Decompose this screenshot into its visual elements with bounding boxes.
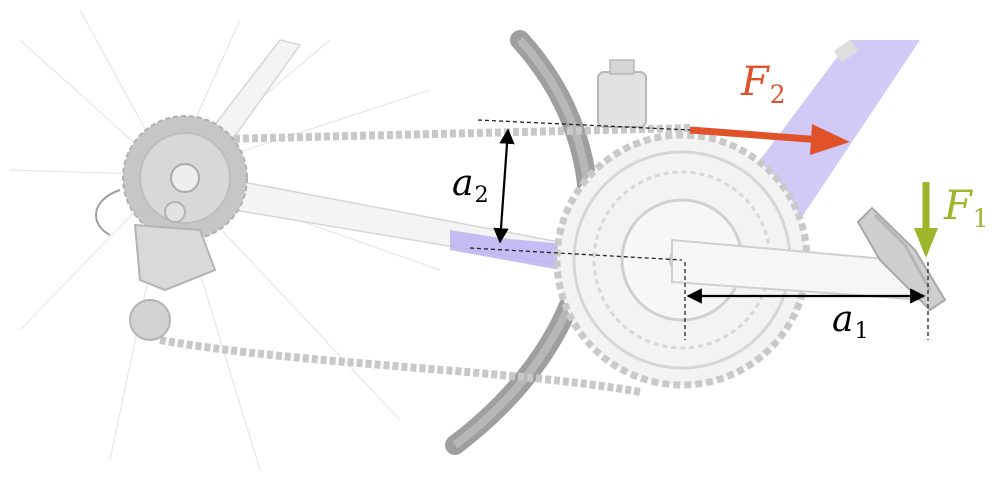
dimension-a2-arrow bbox=[493, 128, 515, 244]
dimension-guides bbox=[469, 119, 929, 340]
rear-derailleur bbox=[95, 189, 217, 341]
front-derailleur bbox=[597, 59, 647, 128]
label-f2: F2 bbox=[741, 62, 786, 108]
label-a2-subscript: 2 bbox=[474, 182, 489, 209]
chain bbox=[159, 124, 691, 396]
label-a2: a2 bbox=[452, 163, 489, 209]
label-a2-symbol: a bbox=[452, 163, 474, 204]
label-f2-symbol: F bbox=[741, 59, 769, 105]
rear-wheel-spokes bbox=[9, 9, 441, 471]
force-f2-arrow bbox=[689, 124, 850, 155]
label-f1: F1 bbox=[944, 186, 989, 232]
label-f1-symbol: F bbox=[944, 183, 972, 229]
label-a1-symbol: a bbox=[832, 299, 854, 340]
label-a1-subscript: 1 bbox=[854, 318, 869, 345]
force-f1-arrow bbox=[914, 182, 938, 258]
rear-cassette bbox=[122, 115, 248, 241]
pedal bbox=[856, 206, 947, 312]
label-f2-subscript: 2 bbox=[769, 79, 786, 109]
label-f1-subscript: 1 bbox=[972, 203, 989, 233]
label-a1: a1 bbox=[832, 299, 869, 345]
